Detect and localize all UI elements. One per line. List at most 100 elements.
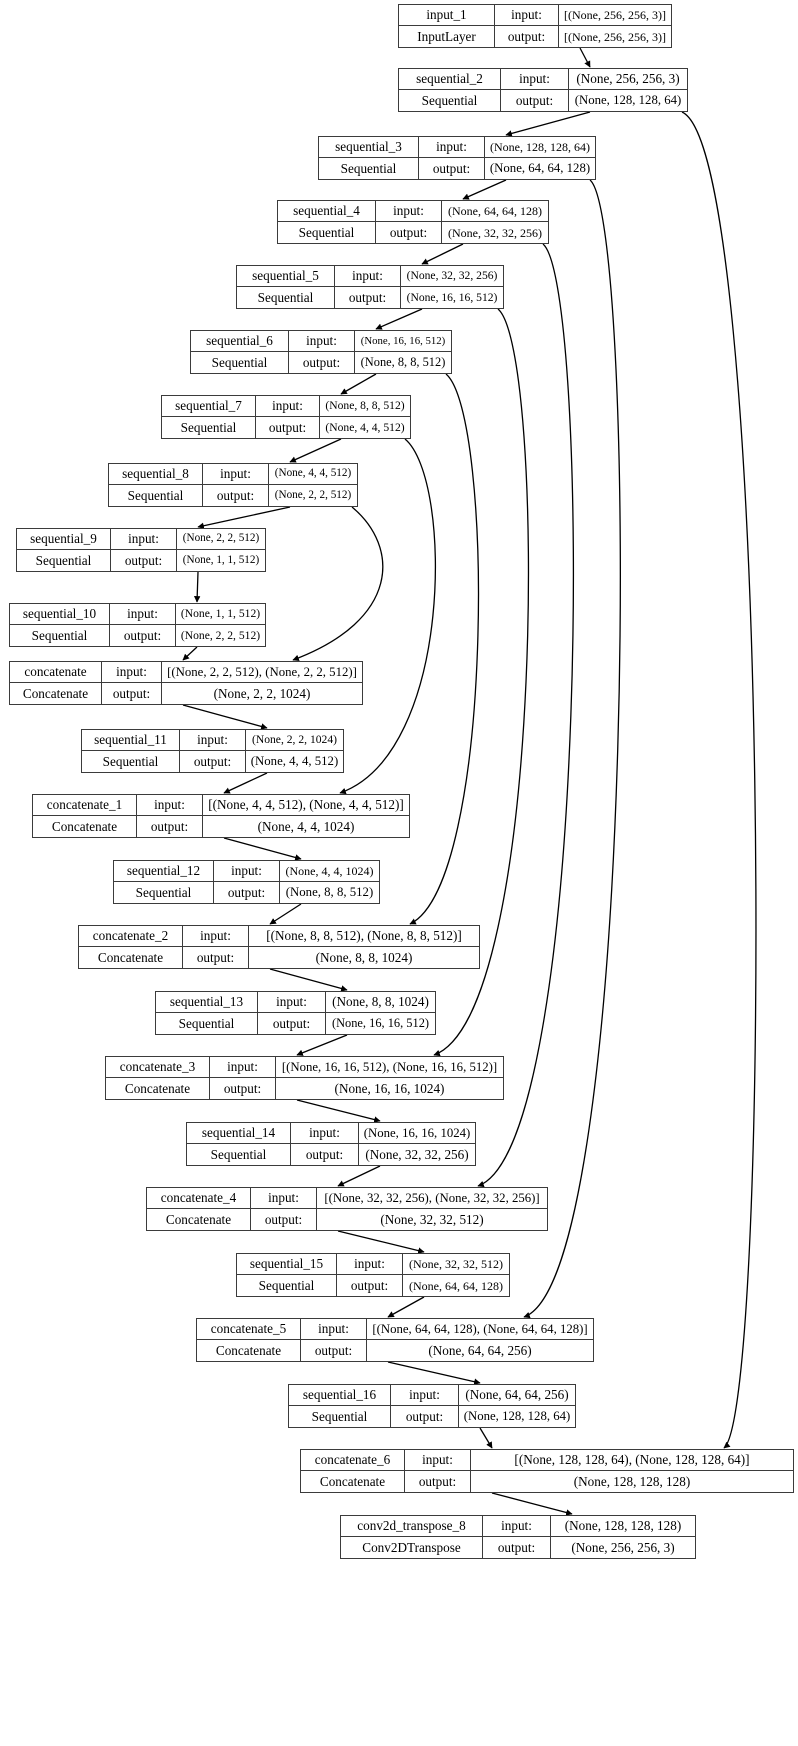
edge-sequential_8-to-concatenate [292,506,384,661]
input-shape: [(None, 4, 4, 512), (None, 4, 4, 512)] [208,797,404,813]
layer-class: Sequential [82,751,180,772]
layer-name: concatenate_3 [106,1057,210,1077]
layer-class: Sequential [278,222,376,243]
input-shape: [(None, 2, 2, 512), (None, 2, 2, 512)] [167,664,357,679]
output-label: output: [337,1275,403,1296]
input-shape: [(None, 32, 32, 256), (None, 32, 32, 256… [324,1190,540,1205]
output-shape: (None, 8, 8, 512) [285,885,374,900]
output-label: output: [335,287,401,308]
layer-name: sequential_13 [156,992,258,1012]
edge-concatenate_6-to-conv2d_transpose_8 [491,1492,573,1516]
layer-name: sequential_14 [187,1123,291,1143]
edge-sequential_12-to-concatenate_2 [269,903,302,925]
input-shape: [(None, 128, 128, 64), (None, 128, 128, … [514,1452,750,1468]
edge-sequential_7-to-sequential_8 [289,438,342,463]
input-label: input: [180,730,246,750]
input-shape: (None, 2, 2, 512) [182,532,260,545]
output-label: output: [301,1340,367,1361]
layer-name: sequential_9 [17,529,111,549]
edge-concatenate-to-sequential_11 [182,704,268,730]
input-label: input: [291,1123,359,1143]
edge-sequential_2-to-sequential_3 [505,111,591,137]
layer-class: Sequential [109,485,203,506]
output-label: output: [102,683,162,704]
layer-class: Sequential [10,625,110,646]
layer-name: sequential_6 [191,331,289,351]
input-label: input: [111,529,177,549]
layer-class: Sequential [289,1406,391,1427]
input-label: input: [419,137,485,157]
input-label: input: [335,266,401,286]
output-shape: [(None, 256, 256, 3)] [564,29,666,44]
output-shape: (None, 32, 32, 256) [448,225,542,240]
input-shape: [(None, 16, 16, 512), (None, 16, 16, 512… [281,1059,498,1074]
output-shape: (None, 128, 128, 128) [573,1473,691,1489]
input-label: input: [376,201,442,221]
edge-sequential_10-to-concatenate [182,646,198,661]
output-label: output: [256,417,320,438]
edge-concatenate_4-to-sequential_15 [337,1230,425,1254]
layer-name: input_1 [399,5,495,25]
layer-class: Sequential [114,882,214,903]
edge-sequential_9-to-sequential_10 [193,571,201,603]
output-label: output: [111,550,177,571]
layer-class: Sequential [237,1275,337,1296]
input-label: input: [495,5,559,25]
input-label: input: [289,331,355,351]
layer-name: conv2d_transpose_8 [341,1516,483,1536]
output-shape: (None, 128, 128, 64) [463,1409,571,1424]
layer-class: Concatenate [197,1340,301,1361]
layer-name: sequential_7 [162,396,256,416]
edge-sequential_11-to-concatenate_1 [223,772,268,794]
layer-class: Concatenate [106,1078,210,1099]
layer-class: Concatenate [10,683,102,704]
input-label: input: [183,926,249,946]
input-label: input: [137,795,203,815]
output-shape: (None, 64, 64, 256) [428,1342,532,1358]
layer-name: concatenate_2 [79,926,183,946]
output-label: output: [501,90,569,111]
edge-sequential_6-to-sequential_7 [340,373,377,395]
input-label: input: [258,992,326,1012]
edge-input_1-to-sequential_2 [579,47,591,68]
layer-name: sequential_8 [109,464,203,484]
edge-concatenate_5-to-sequential_16 [387,1361,481,1385]
layer-name: concatenate_1 [33,795,137,815]
output-label: output: [483,1537,551,1558]
layer-class: Concatenate [79,947,183,968]
layer-class: InputLayer [399,26,495,47]
output-shape: (None, 4, 4, 512) [325,420,405,434]
output-label: output: [251,1209,317,1230]
output-shape: (None, 4, 4, 512) [250,754,339,769]
input-shape: (None, 64, 64, 256) [465,1387,569,1403]
layer-class: Concatenate [147,1209,251,1230]
output-label: output: [291,1144,359,1165]
layer-name: sequential_10 [10,604,110,624]
